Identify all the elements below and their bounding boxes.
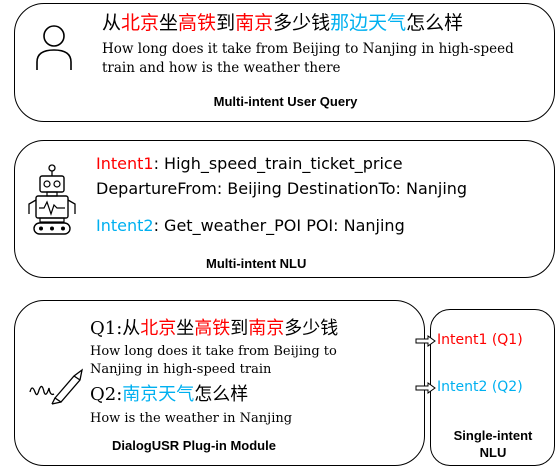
q2-prefix: Q2: <box>90 384 123 405</box>
intent1-value: : High_speed_train_ticket_price <box>153 154 403 173</box>
query-segment: 从 <box>102 12 122 34</box>
single-intent-title-line2: NLU <box>479 445 507 460</box>
q1-segment: 北京 <box>140 318 177 339</box>
intent2-line: Intent2: Get_weather_POI POI: Nanjing <box>96 216 405 235</box>
intent1-line: Intent1: High_speed_train_ticket_price <box>96 154 403 173</box>
q1-segment: 南京 <box>248 318 285 339</box>
intent1-q1: Intent1 (Q1) <box>437 332 523 348</box>
q1-prefix: Q1: <box>90 318 123 339</box>
q1-segment: 多少钱 <box>284 318 339 339</box>
query-segment: 高铁 <box>178 12 217 34</box>
query-segment: 怎么样 <box>406 12 464 34</box>
robot-icon <box>28 164 76 235</box>
q1-segment: 坐 <box>176 318 195 339</box>
q2-segment: 南京天气 <box>122 384 195 405</box>
query-segment: 多少钱 <box>273 12 331 34</box>
query-segment: 坐 <box>159 12 179 34</box>
arrow-right-icon <box>415 382 436 394</box>
query-segment: 北京 <box>121 12 160 34</box>
single-intent-title-line1: Single-intent <box>453 428 533 443</box>
slots-line: DepartureFrom: Beijing DestinationTo: Na… <box>96 179 468 198</box>
query-segment: 到 <box>216 12 236 34</box>
user-query-panel <box>14 3 555 122</box>
user-icon <box>36 25 72 70</box>
q1-english-line2: Nanjing in high-speed train <box>90 362 272 377</box>
query-segment: 那边天气 <box>330 12 407 34</box>
q1-segment: 高铁 <box>194 318 231 339</box>
intent2-label: Intent2 <box>96 216 154 235</box>
query-chinese: 从北京坐高铁到南京多少钱那边天气怎么样 <box>102 8 463 35</box>
pen-signature-icon <box>29 368 83 405</box>
intent1-label: Intent1 <box>96 154 154 173</box>
query-segment: 南京 <box>235 12 274 34</box>
intent2-q2: Intent2 (Q2) <box>437 379 523 395</box>
panel-title-dialogusr: DialogUSR Plug-in Module <box>112 438 276 453</box>
multi-intent-nlu-panel <box>14 140 555 278</box>
query-english-line2: train and how is the weather there <box>102 60 341 76</box>
arrow-right-icon <box>415 335 436 347</box>
panel-title-user-query: Multi-intent User Query <box>213 94 358 109</box>
q1-chinese: Q1:从北京坐高铁到南京多少钱 <box>90 314 338 340</box>
q2-english: How is the weather in Nanjing <box>90 411 293 426</box>
single-intent-nlu-panel <box>430 309 555 466</box>
q1-segment: 从 <box>122 318 141 339</box>
dialogusr-panel <box>14 300 425 466</box>
intent2-value: : Get_weather_POI POI: Nanjing <box>153 216 405 235</box>
q1-segment: 到 <box>230 318 249 339</box>
query-english-line1: How long does it take from Beijing to Na… <box>102 41 514 57</box>
q2-segment: 怎么样 <box>194 384 249 405</box>
q2-chinese: Q2:南京天气怎么样 <box>90 380 248 406</box>
panel-title-multi-intent-nlu: Multi-intent NLU <box>206 256 307 271</box>
q1-english-line1: How long does it take from Beijing to <box>90 344 337 359</box>
